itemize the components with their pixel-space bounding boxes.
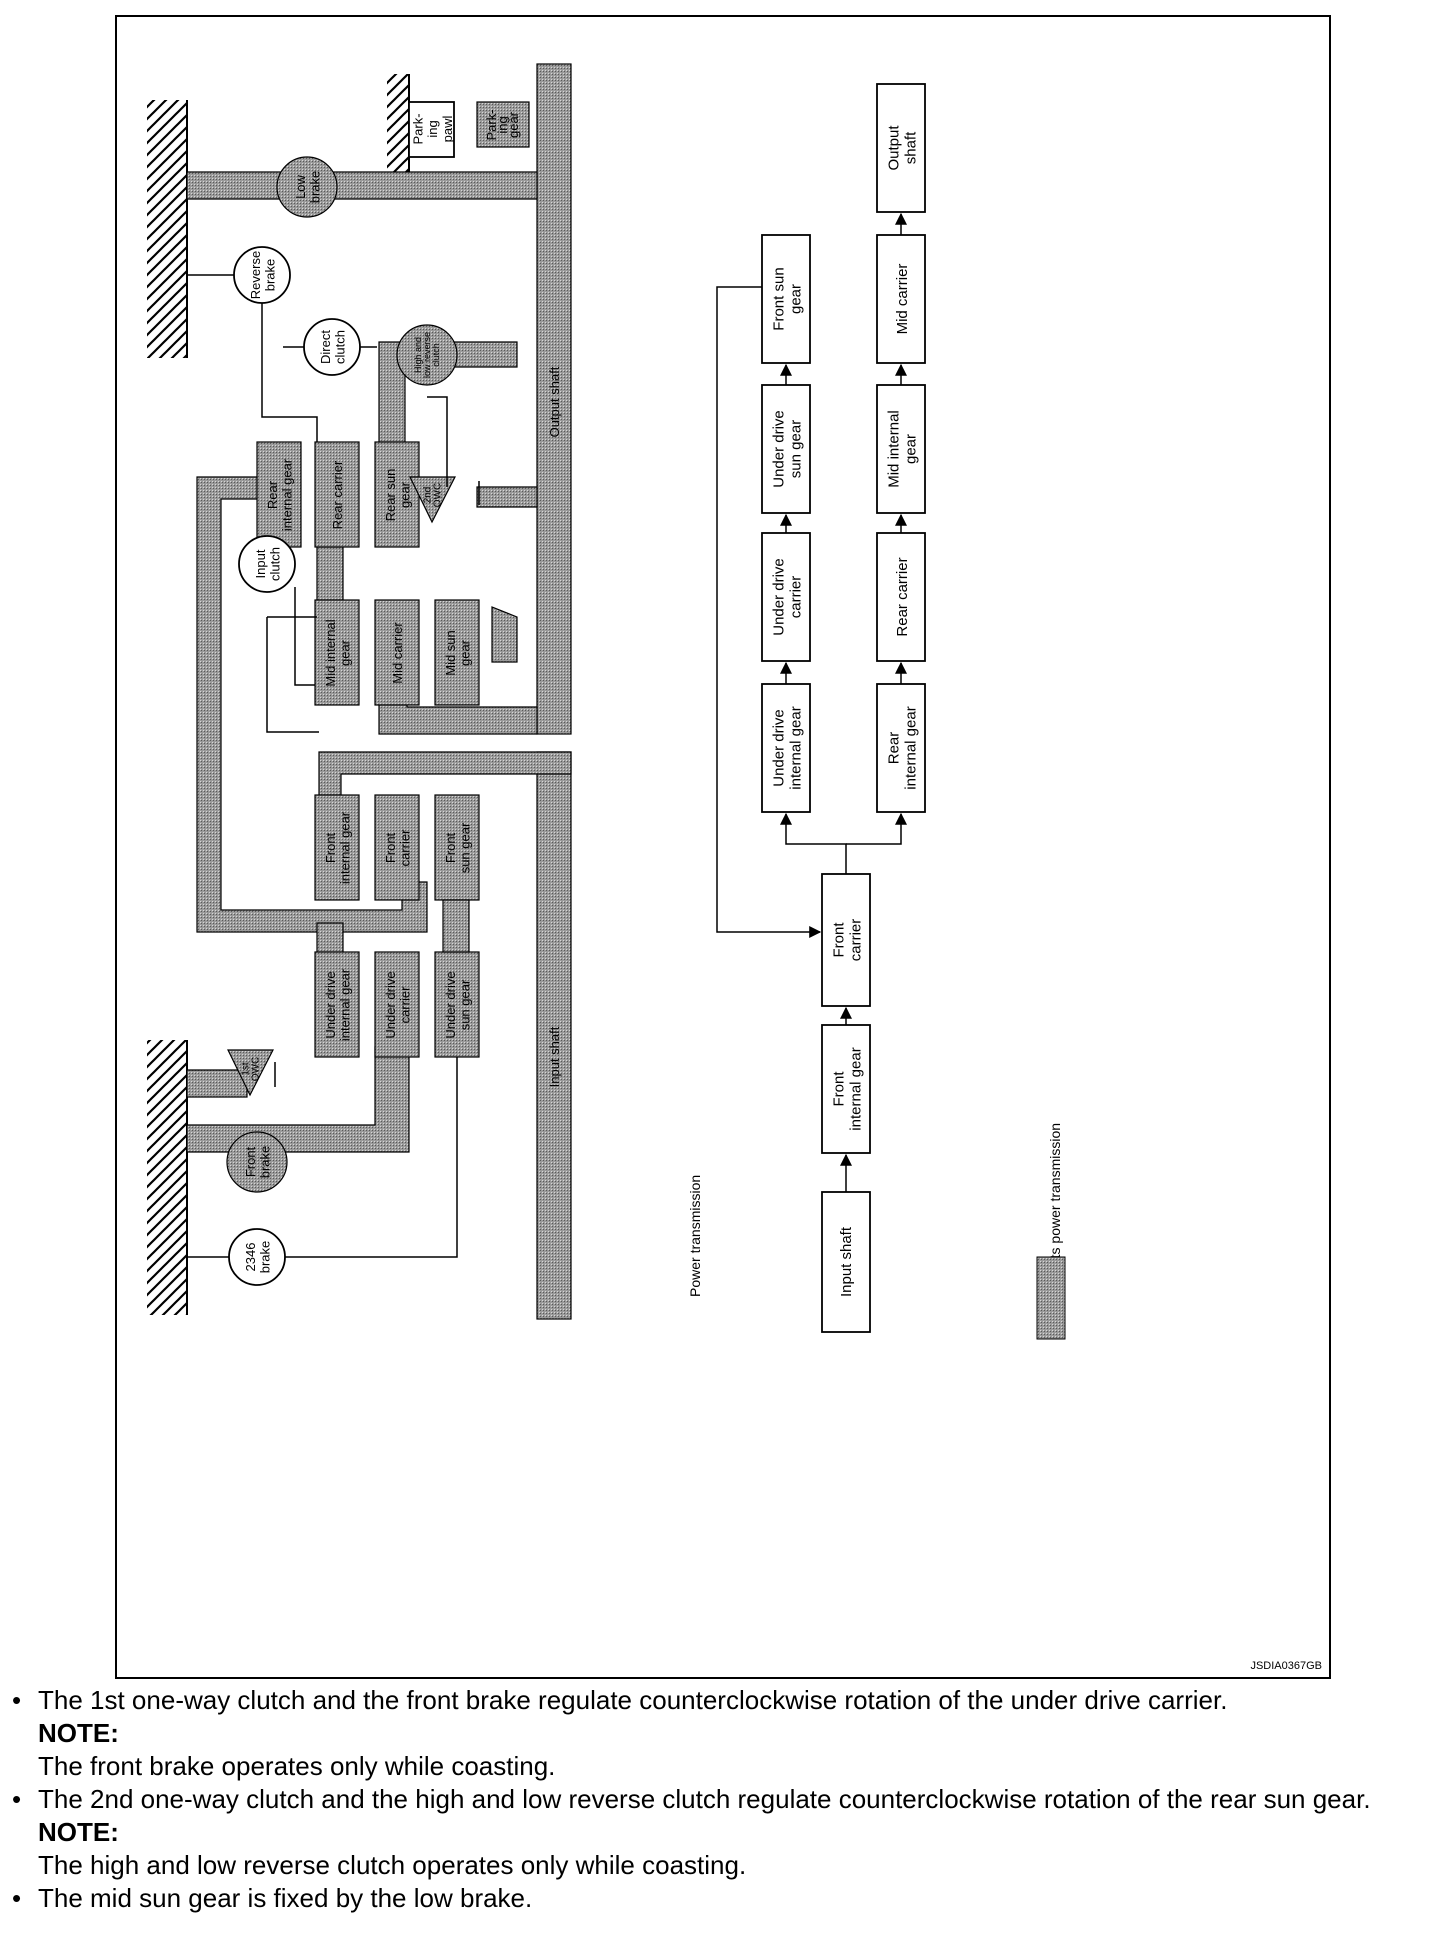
direct-clutch-label: Directclutch [318,330,348,364]
flow-mid-internal-gear-label: Mid internalgear [885,410,919,488]
ground-top [147,100,187,358]
owc-2nd-label: 2ndOWC [423,483,444,507]
flow-front-sun-gear-label: Front sungear [770,267,804,330]
figure-id: JSDIA0367GB [1250,1660,1322,1672]
front-carrier-label: Frontcarrier [383,829,413,867]
reverse-brake-label: Reversebrake [248,251,278,299]
bullet-3: The mid sun gear is fixed by the low bra… [12,1882,1442,1915]
note-2: The high and low reverse clutch operates… [38,1850,747,1880]
flow-ud-carrier-box [761,532,811,662]
flow-rear-internal-gear-label: Rearinternal gear [885,706,919,789]
parking-pawl [408,101,455,158]
flow-ud-internal-gear-box [761,683,811,813]
flow-mid-carrier-box [876,234,926,364]
direct-clutch [303,318,361,376]
flow-front-carrier-label: Frontcarrier [830,919,864,962]
flow-output-shaft-box [876,83,926,213]
mid-internal-gear-label: Mid internalgear [323,619,353,686]
bullet-2: The 2nd one-way clutch and the high and … [12,1783,1442,1816]
hlr-clutch-label: High andlow reverseclutch [413,332,441,378]
flow-mid-internal-gear-box [876,384,926,514]
legend-text: : Affects power transmission [1047,1123,1063,1297]
note-1: The front brake operates only while coas… [38,1751,556,1781]
front-internal-gear-label: Frontinternal gear [323,811,353,884]
flow-rear-carrier-label: Rear carrier [894,557,911,636]
ud-carrier-block [374,951,420,1058]
front-sun-gear-label: Frontsun gear [443,822,473,873]
flow-output-shaft-label: Outputshaft [885,125,919,171]
rear-internal-gear-label: Rearinternal gear [265,458,295,531]
front-brake-label: Frontbrake [243,1146,273,1179]
input-shaft-label: Input shaft [547,1026,562,1087]
flow-ud-carrier-label: Under drivecarrier [770,558,804,636]
ud-sun-gear-label: Under drivesun gear [443,971,473,1038]
front-internal-gear-block [314,794,360,901]
owc2-link [476,486,538,508]
ud-carrier-path [186,1046,410,1153]
notes: The 1st one-way clutch and the front bra… [12,1684,1442,1915]
brake-2346-label: 2346brake [243,1241,273,1274]
hlr-clutch [396,324,458,386]
note-label-2: NOTE: [38,1817,119,1847]
flow-input-shaft-box [821,1191,871,1333]
flow-front-sun-gear-box [761,234,811,364]
owc-1st [227,1049,274,1097]
ground-parking [387,74,409,174]
mid-sun-gear-block [434,599,480,706]
front-sun-gear-block [434,794,480,901]
owc-1st-label: 1stOWC [241,1057,262,1081]
rear-internal-gear-block [256,441,302,548]
owc1-band [186,1069,248,1098]
note-label-1: NOTE: [38,1718,119,1748]
flow-front-carrier-box [821,873,871,1007]
brake-2346 [228,1228,286,1286]
caption-power-transmission: Power transmission [687,1175,703,1297]
rear-carrier-label: Rear carrier [330,460,345,529]
ground-bottom [147,1040,187,1315]
output-shaft [536,63,572,735]
ud-sun-gear-block [434,951,480,1058]
flow-ud-sun-gear-label: Under drivesun gear [770,410,804,488]
front-brake [226,1131,288,1193]
low-brake [276,156,338,218]
parking-gear-label: Park-inggear [484,109,521,140]
power-transmission-diagram: Park-ingpawl Park-inggear Lowbrake Rever… [147,63,1322,1672]
rear-carrier-block [314,441,360,548]
front-sun-link [442,899,470,953]
mid-internal-gear-block [314,599,360,706]
legend-swatch [1036,1256,1066,1340]
mid-carrier-label: Mid carrier [390,622,405,684]
parking-pawl-label: Park-ingpawl [410,113,455,144]
low-brake-band [186,171,538,200]
bullet-1: The 1st one-way clutch and the front bra… [12,1684,1442,1717]
owc-2nd [409,476,456,524]
flow-ud-internal-gear-label: Under driveinternal gear [770,706,804,789]
flow-rear-carrier-box [876,532,926,662]
mid-sun-path [491,606,518,663]
low-brake-label: Lowbrake [293,171,323,204]
reverse-brake [233,246,291,304]
ud-internal-gear-block [314,951,360,1058]
parking-gear [476,101,530,148]
ud-carrier-label: Under drivecarrier [383,971,413,1038]
mid-carrier-block [374,599,420,706]
rear-sun-gear-block [374,441,420,548]
rear-sun-gear-label: Rear sungear [383,469,413,522]
front-carrier-block [374,794,420,901]
mid-sun-gear-label: Mid sungear [443,630,473,676]
input-clutch [238,535,296,593]
flow-input-shaft-label: Input shaft [838,1226,855,1297]
flow-front-internal-gear-label: Frontinternal gear [830,1047,864,1130]
ud-internal-gear-label: Under driveinternal gear [323,968,353,1041]
input-clutch-label: Inputclutch [253,547,283,581]
flow-mid-carrier-label: Mid carrier [894,264,911,335]
ud-internal-link [316,922,344,954]
output-shaft-label: Output shaft [547,366,562,437]
diagram-frame: Park-ingpawl Park-inggear Lowbrake Rever… [115,15,1331,1679]
